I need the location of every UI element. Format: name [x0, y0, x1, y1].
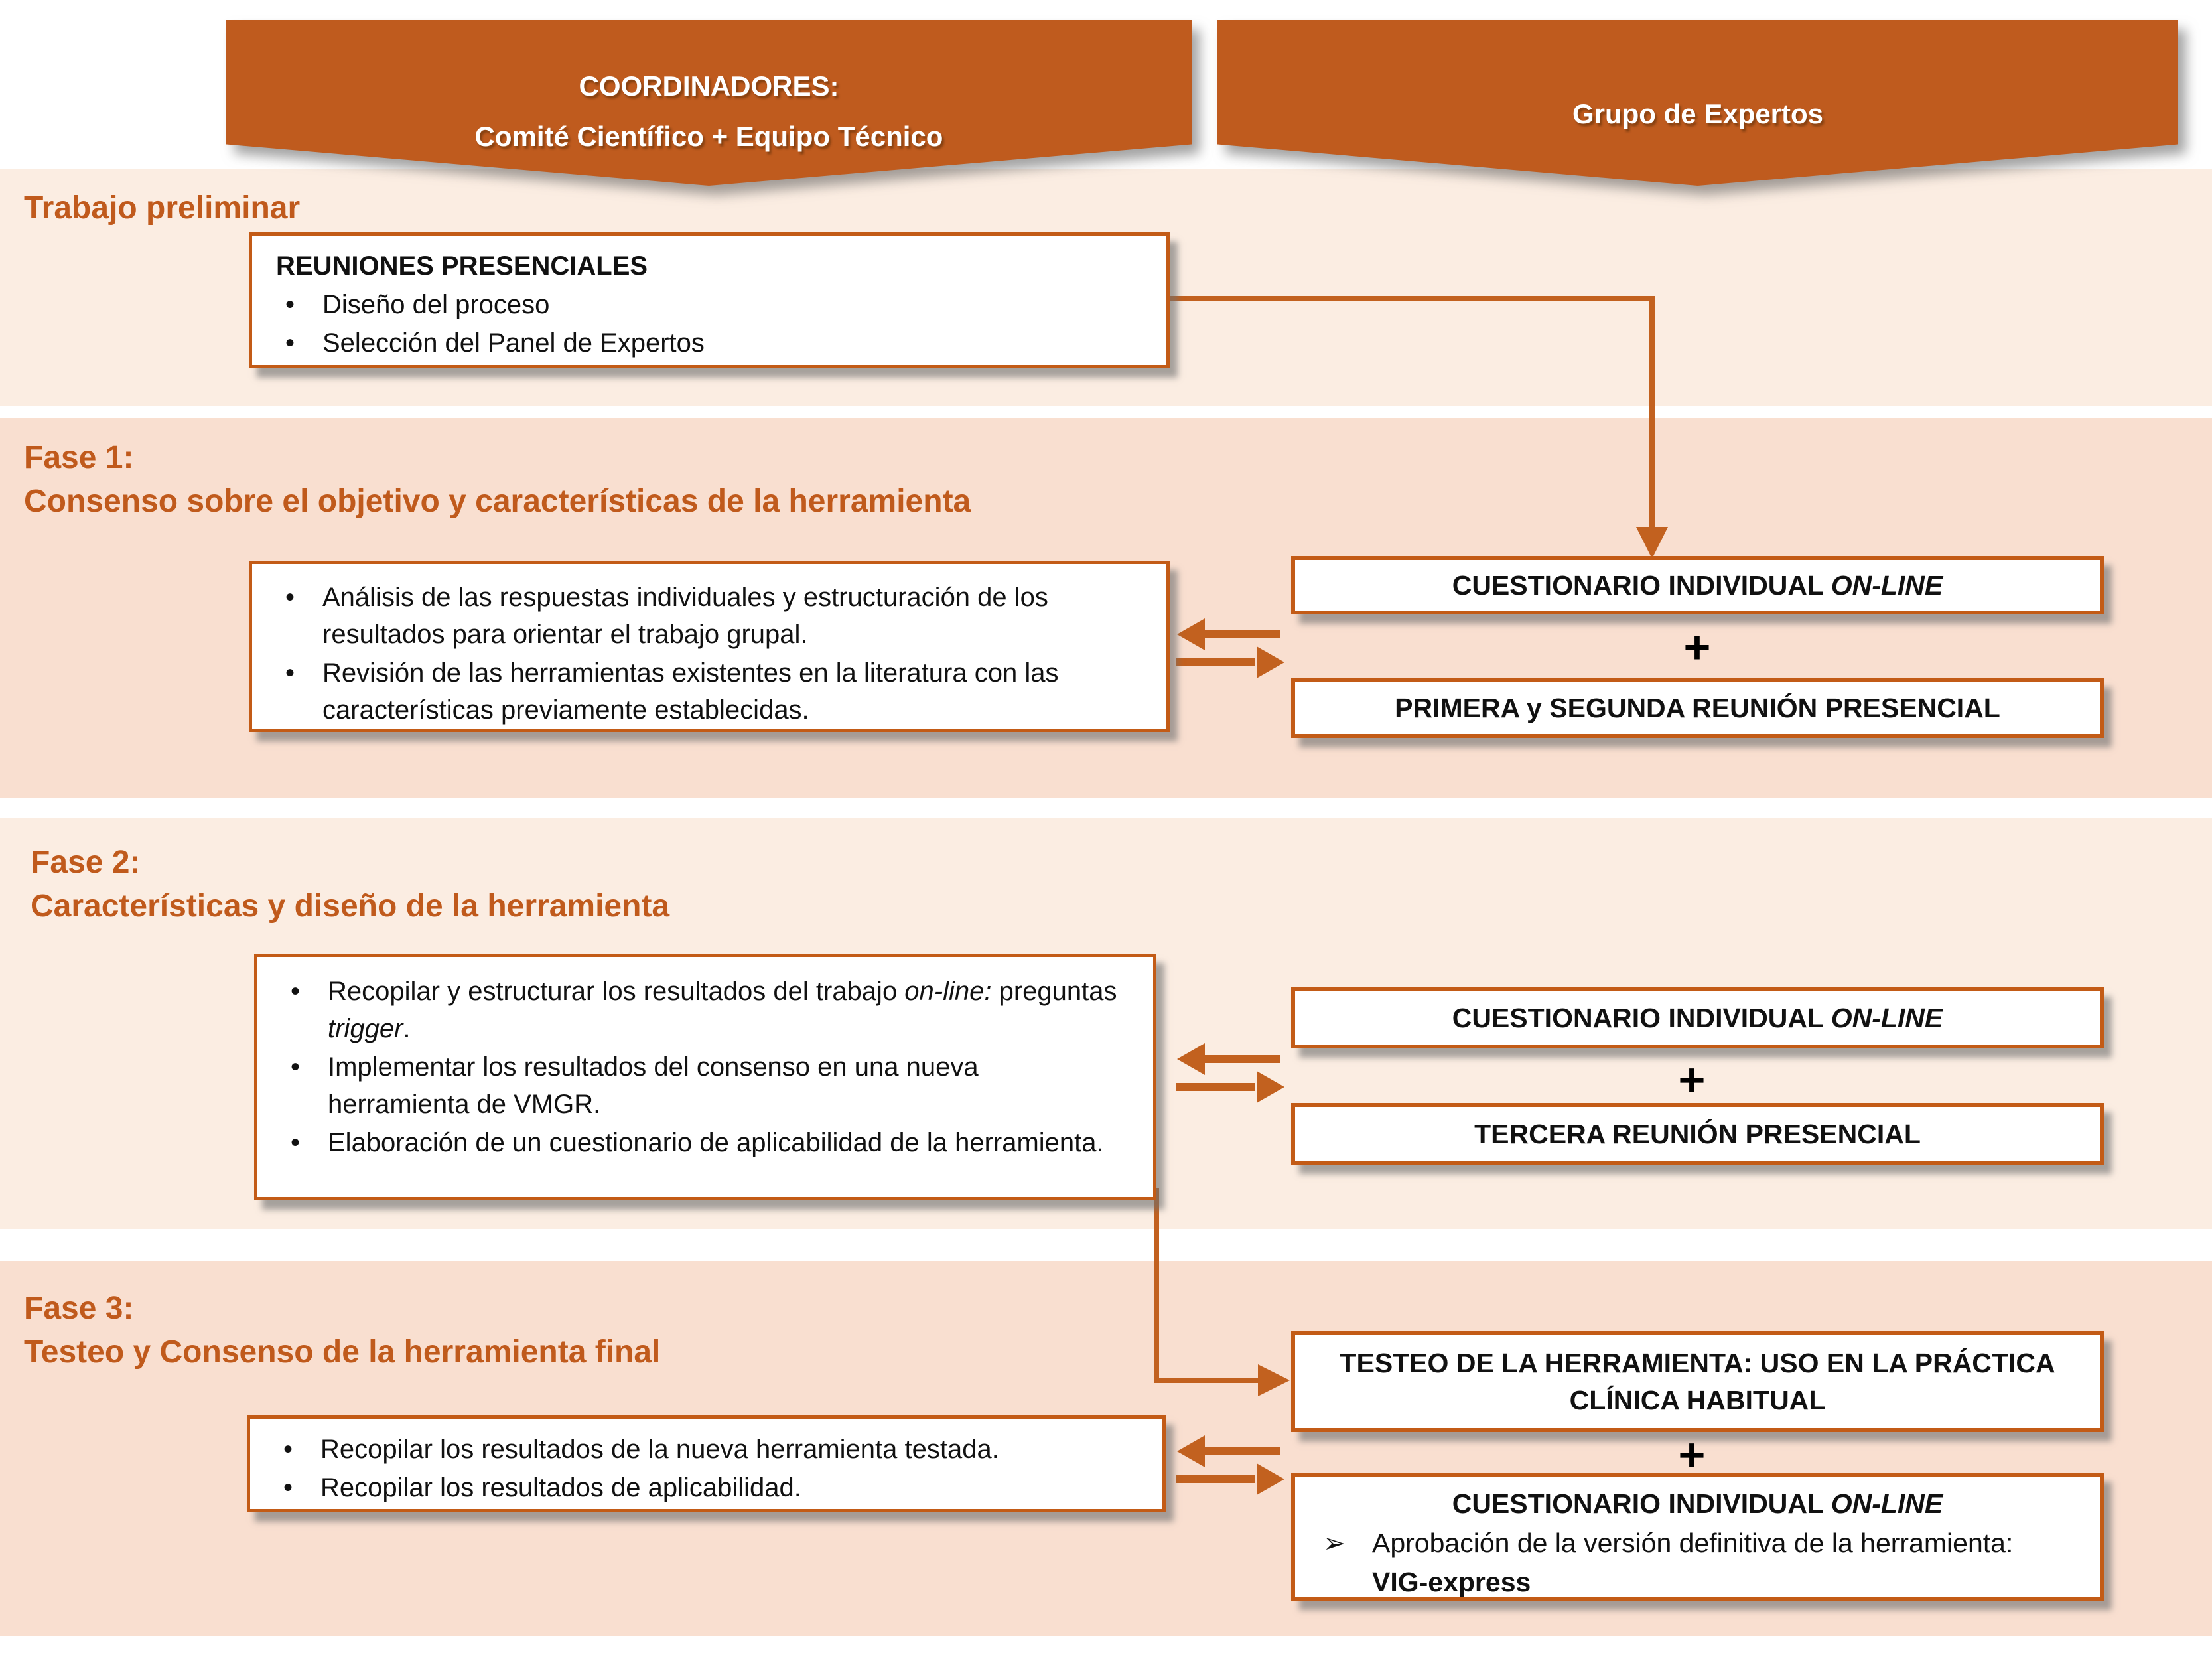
- approval-item-text: Aprobación de la versión definitiva de l…: [1372, 1528, 2014, 1558]
- italic-text: ON-LINE: [1831, 570, 1943, 601]
- list-item: • Implementar los resultados del consens…: [257, 1048, 1153, 1123]
- list-item-text: Selección del Panel de Expertos: [322, 328, 705, 358]
- approval-item: ➢ Aprobación de la versión definitiva de…: [1311, 1523, 2084, 1563]
- list-item-text: Implementar los resultados del consenso …: [328, 1052, 979, 1119]
- heading-fase-3-line1: Fase 3:: [24, 1291, 134, 1326]
- list-item-text: Revisión de las herramientas existentes …: [322, 658, 1059, 725]
- fase3-cuestionario-online-box: CUESTIONARIO INDIVIDUAL ON-LINE ➢ Aproba…: [1291, 1473, 2104, 1601]
- list-item-text: Recopilar los resultados de aplicabilida…: [320, 1473, 801, 1502]
- list-item-text: Elaboración de un cuestionario de aplica…: [328, 1128, 1104, 1157]
- bullet-icon: •: [283, 1435, 293, 1464]
- list-item-text: preguntas: [991, 977, 1117, 1006]
- approval-tool-name: VIG-express: [1372, 1567, 1531, 1597]
- expertos-banner-title: Grupo de Expertos: [1572, 98, 1824, 129]
- bullet-icon: •: [285, 290, 295, 319]
- list-item-text: .: [403, 1014, 411, 1043]
- arrow-bullet-icon: ➢: [1323, 1528, 1346, 1558]
- list-item-text: Recopilar y estructurar los resultados d…: [328, 977, 905, 1006]
- heading-fase-1: Fase 1: Consenso sobre el objetivo y car…: [24, 436, 971, 524]
- fase1-cuestionario-online-box: CUESTIONARIO INDIVIDUAL ON-LINE: [1291, 556, 2104, 614]
- list-item-text: Recopilar los resultados de la nueva her…: [320, 1435, 999, 1464]
- box-title-text: CUESTIONARIO INDIVIDUAL: [1452, 570, 1831, 601]
- fase3-testeo-box: TESTEO DE LA HERRAMIENTA: USO EN LA PRÁC…: [1291, 1331, 2104, 1432]
- heading-fase-1-line1: Fase 1:: [24, 440, 134, 475]
- box-title: TERCERA REUNIÓN PRESENCIAL: [1474, 1118, 1921, 1149]
- bullet-icon: •: [285, 583, 295, 612]
- fase1-coordinators-box: • Análisis de las respuestas individuale…: [249, 561, 1170, 732]
- plus-sign: +: [1678, 1429, 1706, 1480]
- bullet-icon: •: [291, 1052, 301, 1082]
- italic-text: on-line:: [904, 977, 992, 1006]
- box-title: TESTEO DE LA HERRAMIENTA: USO EN LA PRÁC…: [1340, 1348, 2055, 1415]
- list-item: • Recopilar y estructurar los resultados…: [257, 973, 1153, 1047]
- fase3-coordinators-box: • Recopilar los resultados de la nueva h…: [247, 1415, 1166, 1512]
- heading-text: Trabajo preliminar: [24, 190, 301, 226]
- heading-fase-1-line2: Consenso sobre el objetivo y característ…: [24, 484, 971, 519]
- italic-text: ON-LINE: [1831, 1488, 1943, 1519]
- box-title: PRIMERA y SEGUNDA REUNIÓN PRESENCIAL: [1395, 693, 2000, 723]
- bullet-icon: •: [291, 1128, 301, 1157]
- coordinadores-banner-line1: COORDINADORES:: [579, 70, 839, 102]
- list-item: • Análisis de las respuestas individuale…: [252, 579, 1166, 653]
- heading-fase-2-line1: Fase 2:: [31, 845, 141, 880]
- list-item: • Recopilar los resultados de aplicabili…: [250, 1469, 1162, 1506]
- list-item: • Selección del Panel de Expertos: [252, 325, 1166, 362]
- coordinadores-banner: COORDINADORES: Comité Científico + Equip…: [226, 20, 1192, 186]
- fase2-reunion-presencial-box: TERCERA REUNIÓN PRESENCIAL: [1291, 1103, 2104, 1165]
- expertos-banner: Grupo de Expertos: [1217, 20, 2178, 186]
- list-item: • Diseño del proceso: [252, 286, 1166, 323]
- coordinadores-banner-line2: Comité Científico + Equipo Técnico: [474, 121, 943, 152]
- box-title: CUESTIONARIO INDIVIDUAL ON-LINE: [1452, 567, 1943, 604]
- heading-fase-3-line2: Testeo y Consenso de la herramienta fina…: [24, 1334, 661, 1370]
- list-item: • Elaboración de un cuestionario de apli…: [257, 1124, 1153, 1161]
- italic-text: trigger: [328, 1014, 403, 1043]
- italic-text: ON-LINE: [1831, 1003, 1943, 1033]
- bullet-icon: •: [283, 1473, 293, 1502]
- fase2-coordinators-box: • Recopilar y estructurar los resultados…: [254, 954, 1156, 1200]
- reuniones-presenciales-box: REUNIONES PRESENCIALES • Diseño del proc…: [249, 232, 1170, 368]
- heading-fase-2: Fase 2: Características y diseño de la h…: [31, 841, 669, 928]
- bullet-icon: •: [291, 977, 301, 1006]
- bullet-icon: •: [285, 658, 295, 687]
- box-title: CUESTIONARIO INDIVIDUAL ON-LINE: [1452, 999, 1943, 1037]
- box-title: CUESTIONARIO INDIVIDUAL ON-LINE: [1311, 1484, 2084, 1523]
- heading-fase-3: Fase 3: Testeo y Consenso de la herramie…: [24, 1287, 660, 1374]
- box-title-text: CUESTIONARIO INDIVIDUAL: [1452, 1488, 1831, 1519]
- reuniones-box-title: REUNIONES PRESENCIALES: [276, 252, 648, 281]
- list-item: • Revisión de las herramientas existente…: [252, 654, 1166, 729]
- heading-trabajo-preliminar: Trabajo preliminar: [24, 186, 300, 230]
- plus-sign: +: [1683, 621, 1711, 673]
- bullet-icon: •: [285, 328, 295, 358]
- heading-fase-2-line2: Características y diseño de la herramien…: [31, 889, 670, 924]
- list-item-text: Diseño del proceso: [322, 290, 550, 319]
- fase2-cuestionario-online-box: CUESTIONARIO INDIVIDUAL ON-LINE: [1291, 987, 2104, 1048]
- plus-sign: +: [1678, 1054, 1706, 1106]
- list-item-text: Análisis de las respuestas individuales …: [322, 583, 1048, 649]
- list-item: • Recopilar los resultados de la nueva h…: [250, 1431, 1162, 1468]
- box-title-text: CUESTIONARIO INDIVIDUAL: [1452, 1003, 1831, 1033]
- fase1-reunion-presencial-box: PRIMERA y SEGUNDA REUNIÓN PRESENCIAL: [1291, 678, 2104, 738]
